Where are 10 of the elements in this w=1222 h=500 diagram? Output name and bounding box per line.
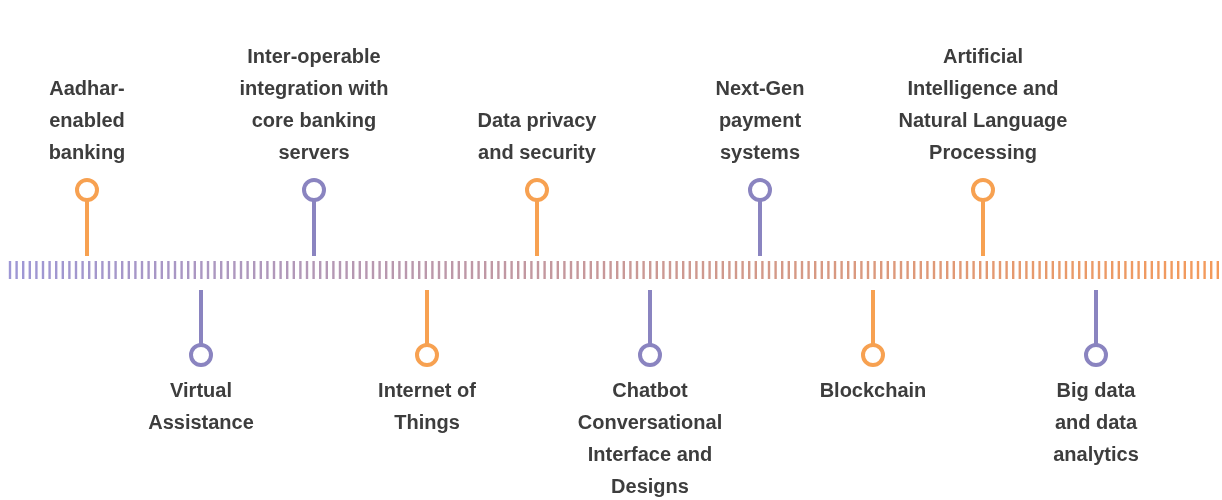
milestone-label: Big data and data analytics <box>1052 378 1140 467</box>
milestone-label: Data privacy and security <box>476 108 598 165</box>
milestone-label: Chatbot Conversational Interface and Designs <box>576 378 724 499</box>
milestone-label: Inter-operable integration with core banking servers <box>238 44 390 165</box>
milestone-label: Next-Gen payment systems <box>714 76 806 165</box>
milestone-label: Internet of Things <box>377 378 477 435</box>
milestone-label: Artificial Intelligence and Natural Language Processing <box>898 44 1068 165</box>
milestone-label: Virtual Assistance <box>147 378 255 435</box>
milestone-label: Aadhar-enabled banking <box>47 76 127 165</box>
milestone-label: Blockchain <box>818 378 928 403</box>
